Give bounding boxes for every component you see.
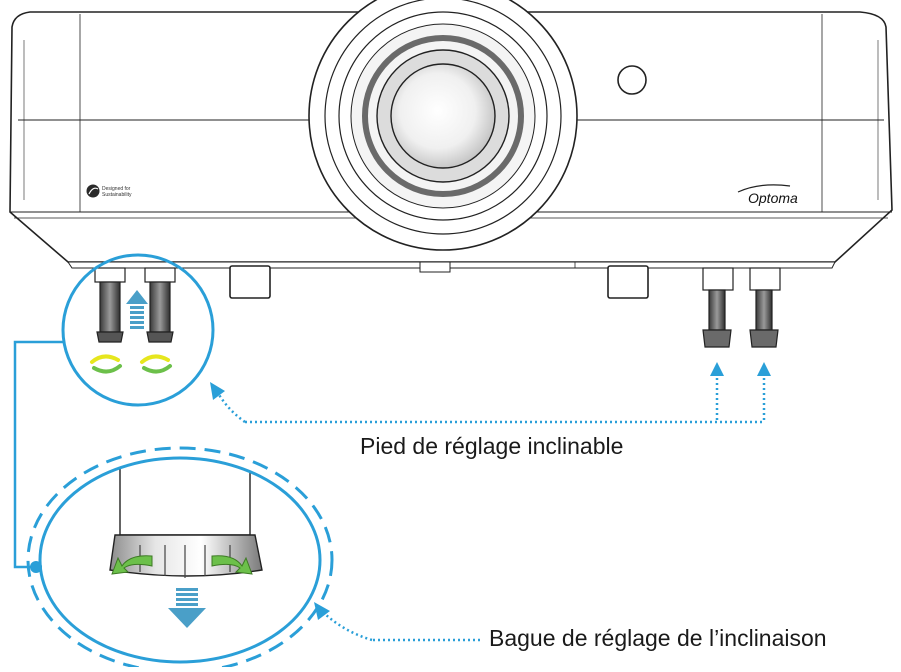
brand-swoosh-icon bbox=[737, 184, 791, 193]
right-feet-pointer-arrows bbox=[210, 362, 771, 424]
lens-assembly bbox=[308, 0, 578, 251]
zoom-connector-line bbox=[13, 340, 63, 569]
brand-logo: Optoma bbox=[748, 190, 798, 206]
ring-pointer-arrow bbox=[314, 602, 480, 642]
sustainability-leaf-icon bbox=[86, 184, 100, 198]
right-tilt-feet bbox=[702, 267, 781, 348]
rotate-arrows-icon bbox=[90, 354, 172, 374]
ir-sensor bbox=[617, 65, 647, 95]
foot-zoom-circle bbox=[61, 253, 215, 407]
raise-arrow-icon bbox=[126, 290, 148, 329]
lower-arrow-icon bbox=[168, 588, 206, 628]
left-tilt-feet bbox=[94, 267, 176, 343]
sustainability-badge: Designed for Sustainability bbox=[102, 186, 162, 198]
badge-line1: Designed for bbox=[102, 186, 131, 192]
ring-rotate-arrows-icon bbox=[111, 555, 253, 575]
tilt-ring-label: Bague de réglage de l’inclinaison bbox=[489, 625, 827, 651]
tilt-ring-zoom bbox=[26, 446, 334, 672]
tilt-foot-label: Pied de réglage inclinable bbox=[360, 433, 624, 459]
badge-line2: Sustainability bbox=[102, 192, 132, 198]
